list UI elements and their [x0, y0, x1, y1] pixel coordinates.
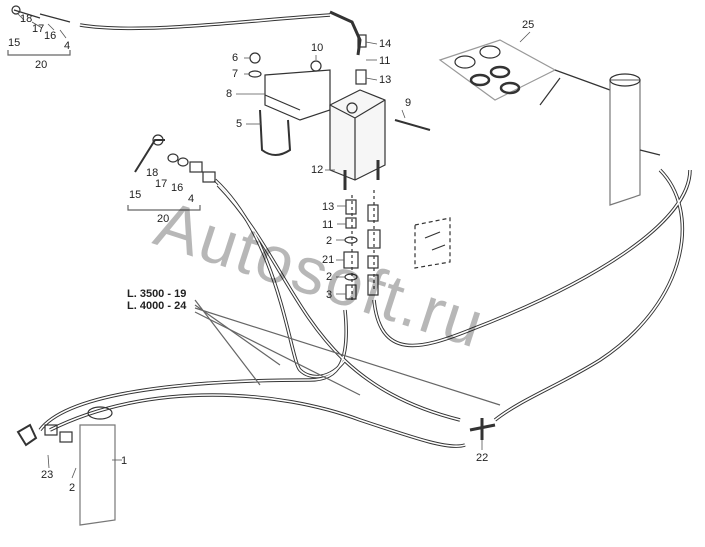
- fitting-11-lower: [345, 217, 357, 229]
- callout-21: 21: [322, 254, 335, 266]
- banjo-top-left: [11, 5, 21, 15]
- bolt-9: [394, 119, 431, 131]
- callout-9: 9: [405, 97, 412, 109]
- nut-6: [249, 52, 261, 64]
- cylinder-right: [609, 79, 641, 206]
- callout-20-mid: 20: [157, 213, 170, 225]
- callout-22: 22: [476, 452, 489, 464]
- fitting-3: [345, 284, 357, 300]
- callout-15-mid: 15: [129, 189, 142, 201]
- callout-17-mid: 17: [155, 178, 168, 190]
- hose-top-left: [79, 13, 331, 31]
- washer-7: [248, 70, 262, 78]
- callout-6: 6: [232, 52, 239, 64]
- fitting-13-lower: [345, 199, 357, 215]
- callout-14: 14: [379, 38, 392, 50]
- callout-16-mid: 16: [171, 182, 184, 194]
- callout-8: 8: [226, 88, 233, 100]
- banjo-15-mid: [134, 139, 165, 173]
- u-bolt-5: [259, 109, 292, 156]
- callout-18-mid: 18: [146, 167, 159, 179]
- callout-17-top: 17: [32, 23, 45, 35]
- callout-13-lower: 13: [322, 201, 335, 213]
- callout-2-c: 2: [69, 482, 76, 494]
- callout-4-mid: 4: [188, 193, 195, 205]
- callout-16-top: 16: [44, 30, 57, 42]
- elbow-fitting-14: [329, 10, 362, 56]
- callout-23: 23: [41, 469, 54, 481]
- callout-11-upper: 11: [379, 55, 391, 67]
- callout-1: 1: [121, 455, 128, 467]
- tee-22: [469, 418, 496, 440]
- bracket-8: [264, 69, 331, 121]
- callout-4-top: 4: [64, 40, 71, 52]
- callout-11-lower: 11: [322, 219, 334, 231]
- valve-symbol: [414, 217, 451, 269]
- callout-2-a: 2: [326, 235, 333, 247]
- callout-25: 25: [522, 19, 535, 31]
- seal-kit-25: [438, 39, 557, 101]
- callout-7: 7: [232, 68, 239, 80]
- callout-3: 3: [326, 289, 333, 301]
- cylinder-left: [79, 424, 116, 526]
- group-bracket-20-top: [7, 50, 71, 56]
- callout-20-top: 20: [35, 59, 48, 71]
- callout-12: 12: [311, 164, 324, 176]
- callout-13-upper: 13: [379, 74, 392, 86]
- length-variant-4000: L. 4000 - 24: [127, 300, 187, 312]
- callout-15-top: 15: [8, 37, 21, 49]
- length-variant-3500: L. 3500 - 19: [127, 288, 187, 300]
- fitting-13-upper: [355, 69, 367, 85]
- callout-18-top: 18: [20, 13, 33, 25]
- callout-5: 5: [236, 118, 243, 130]
- fitting-11-upper: [357, 34, 367, 48]
- fitting-top-left: [13, 9, 71, 23]
- group-bracket-20-mid: [127, 205, 201, 211]
- nut-10: [310, 60, 322, 72]
- callout-10: 10: [311, 42, 324, 54]
- callout-2-b: 2: [326, 271, 333, 283]
